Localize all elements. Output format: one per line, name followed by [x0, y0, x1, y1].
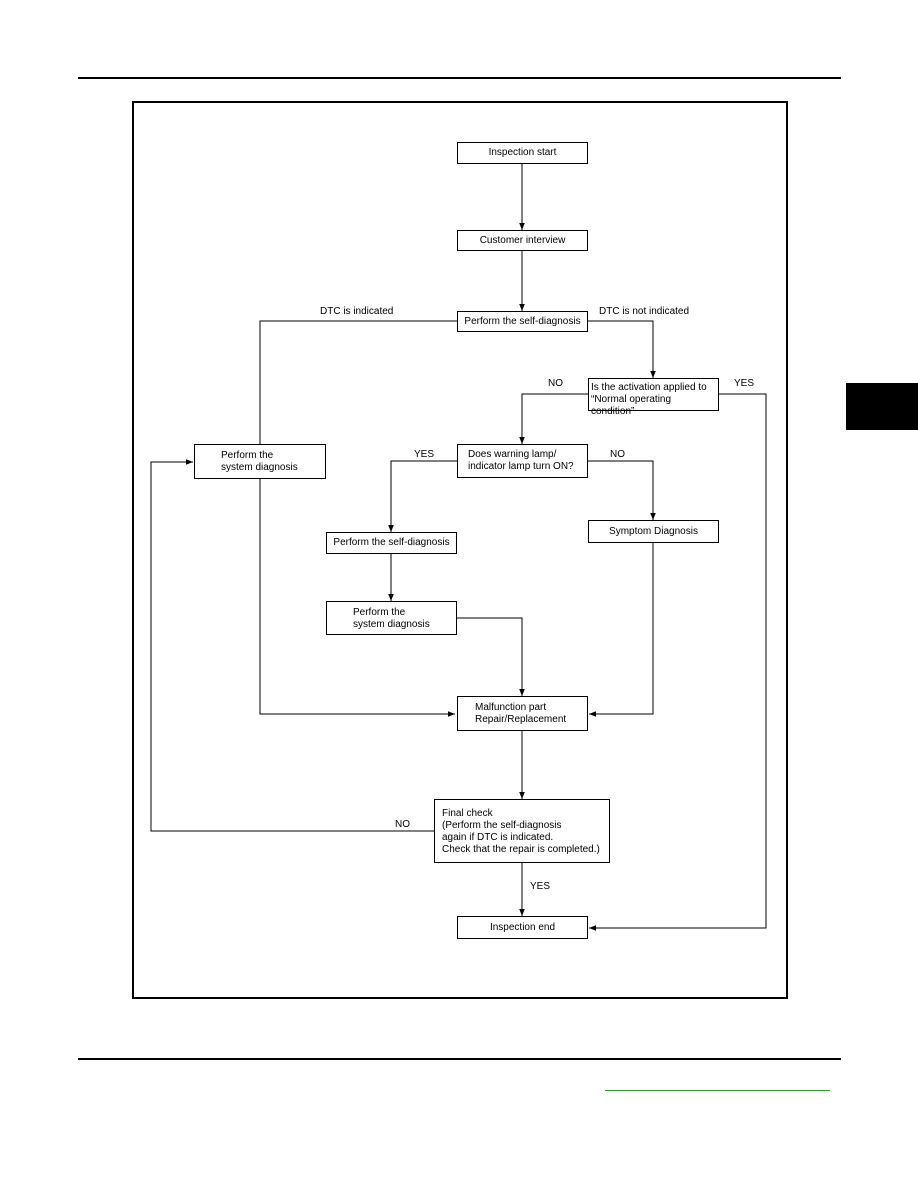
arrow-dtc-indicated — [257, 320, 457, 471]
label-activation-yes: YES — [734, 378, 755, 389]
label-dtc-indicated: DTC is indicated — [320, 306, 394, 317]
section-tab — [846, 383, 918, 430]
header-rule — [78, 77, 841, 79]
node-inspection-end: Inspection end — [457, 916, 588, 939]
arrow-lamp-yes — [388, 460, 457, 532]
label-lamp-no: NO — [610, 449, 625, 460]
arrow-activation-no — [519, 393, 588, 444]
arrow-activation-yes — [589, 393, 767, 931]
arrow-sys-diag-2-to-repair — [457, 617, 525, 696]
label-lamp-yes: YES — [414, 449, 435, 460]
label-final-yes: YES — [530, 881, 551, 892]
node-symptom-diagnosis: Symptom Diagnosis — [588, 520, 719, 543]
node-customer-interview: Customer interview — [457, 230, 588, 251]
node-inspection-start: Inspection start — [457, 142, 588, 164]
node-malfunction-repair: Malfunction part Repair/Replacement — [457, 696, 588, 731]
arrow-sys-diag-1-to-repair — [259, 479, 455, 717]
arrow-final-no — [150, 459, 434, 832]
node-activation-decision: Is the activation applied to “Normal ope… — [588, 378, 719, 417]
arrow-lamp-no — [587, 460, 656, 520]
node-self-diagnosis-1: Perform the self-diagnosis — [457, 311, 588, 332]
label-activation-no: NO — [548, 378, 563, 389]
arrow-dtc-not-indicated — [587, 320, 656, 378]
footer-link-underline[interactable] — [605, 1090, 830, 1091]
label-dtc-not-indicated: DTC is not indicated — [599, 306, 690, 317]
label-final-no: NO — [395, 819, 410, 830]
node-warning-lamp-decision: Does warning lamp/ indicator lamp turn O… — [457, 444, 588, 478]
node-system-diagnosis-2: Perform the system diagnosis — [326, 601, 457, 635]
node-system-diagnosis-1: Perform the system diagnosis — [194, 444, 326, 479]
diagram-frame — [132, 101, 788, 999]
node-final-check: Final check (Perform the self-diagnosis … — [434, 799, 610, 863]
arrow-symptom-to-repair — [589, 543, 654, 717]
node-self-diagnosis-2: Perform the self-diagnosis — [326, 532, 457, 554]
footer-rule — [78, 1058, 841, 1060]
